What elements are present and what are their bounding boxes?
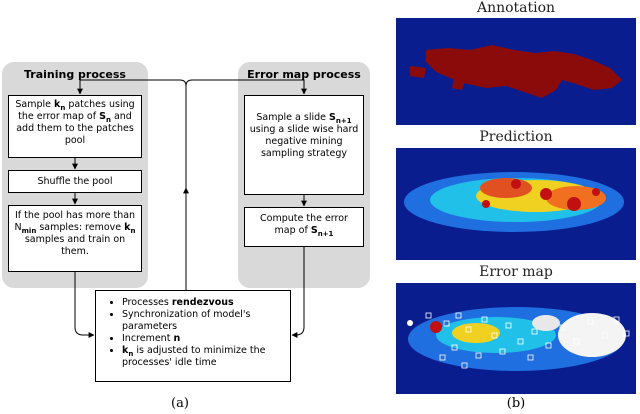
prediction-title: Prediction — [479, 129, 553, 145]
rendezvous-item: Processes rendezvous — [122, 297, 286, 309]
annotation-map — [396, 18, 636, 125]
training-panel-title: Training process — [24, 68, 126, 81]
sample-patches-box: Sample kn patches using the error map of… — [8, 95, 142, 158]
prediction-map — [396, 148, 636, 260]
shuffle-pool-box: Shuffle the pool — [8, 170, 142, 193]
error-heatmap — [407, 307, 630, 371]
compute-error-map-box: Compute the error map of Sn+1 — [244, 207, 364, 247]
caption-b: (b) — [506, 396, 526, 411]
sync-item: Synchronization of model's parameters — [122, 309, 286, 333]
arrow-loop-training — [77, 79, 187, 290]
rendezvous-box: Processes rendezvous Synchronization of … — [95, 290, 291, 382]
arrow-loop-errormap — [185, 79, 307, 95]
prediction-heatmap — [404, 172, 624, 232]
annotation-title: Annotation — [476, 0, 556, 16]
caption-a: (a) — [171, 396, 189, 411]
flow-arrows — [72, 79, 307, 338]
error-map — [396, 283, 636, 394]
sample-slide-box: Sample a slide Sn+1 using a slide wise h… — [244, 95, 364, 195]
error-map-title: Error map — [479, 264, 553, 280]
arrow-training-rendezvous — [74, 272, 95, 338]
annotation-mask — [410, 45, 622, 98]
arrow-errormap-rendezvous — [291, 247, 305, 338]
errormap-panel-title: Error map process — [247, 68, 361, 81]
increment-item: Increment n — [122, 333, 286, 345]
adjust-item: kn is adjusted to minimize the processes… — [122, 345, 286, 369]
remove-train-box: If the pool has more than Nmin samples: … — [8, 205, 142, 272]
